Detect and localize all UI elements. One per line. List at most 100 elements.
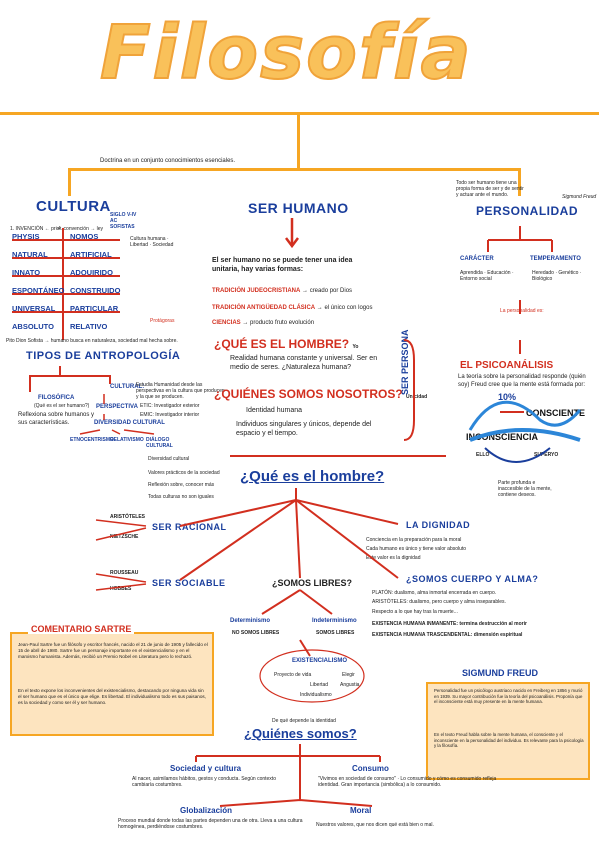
aristoteles-label: ARISTÓTELES	[110, 514, 146, 520]
cultura-mid-head: 4. convención → ley	[58, 226, 104, 232]
rousseau-label: ROUSSEAU	[110, 570, 139, 576]
dignidad-item-3: Este valor es la dignidad	[366, 555, 421, 561]
exist-word-4: Angustia	[340, 682, 360, 688]
existencia-2: EXISTENCIA HUMANA TRASCENDENTAL: dimensi…	[372, 632, 523, 638]
temperamento-note: Heredado · Genético · Biológico	[532, 270, 582, 282]
psicoanalisis-title: EL PSICOANÁLISIS	[460, 360, 554, 371]
exist-word-5: Individualismo	[300, 692, 332, 698]
cultura-pair-a: UNIVERSAL	[12, 304, 56, 313]
cultura-pair-b: ADQUIRIDO	[70, 268, 113, 277]
exist-word-1: Proyecto de vida	[274, 672, 312, 678]
cultural-label: CULTURAL:	[110, 384, 145, 390]
inconsciencia-note: Parte profunda e inaccesible de la mente…	[498, 480, 552, 498]
cultura-pair-a: NATURAL	[12, 250, 48, 259]
freud-title: SIGMUND FREUD	[462, 668, 538, 678]
sartre-p2: En el texto expone los inconvenientes de…	[18, 688, 206, 705]
platon-note: PLATÓN: dualismo, alma inmortal encerrad…	[372, 590, 497, 596]
inconsciencia-label: INCONSCIENCIA	[466, 432, 539, 442]
dialogo-note-3: Reflexión sobre, conocer más	[148, 482, 215, 488]
ser-racional-label: SER RACIONAL	[152, 522, 227, 532]
etic-note: ETIC: Investigador exterior	[140, 403, 200, 409]
hobbes-label: HOBBES	[110, 586, 132, 592]
antropologia-title: TIPOS DE ANTROPOLOGÍA	[26, 350, 181, 362]
sociedad-note: Al nacer, asimilamos hábitos, gestos y c…	[132, 776, 276, 788]
cuerpo-alma-label: ¿SOMOS CUERPO Y ALMA?	[406, 574, 539, 584]
q2-heading: ¿QUIÉNES SOMOS NOSOTROS? Unicidad	[214, 387, 428, 401]
etnocentrismo-label: ETNOCENTRISMO	[70, 437, 114, 443]
cultura-bottom-note: Pito Dion Sofista → humano busca en natu…	[6, 338, 178, 344]
temperamento-label: TEMPERAMENTO	[530, 256, 581, 262]
moral-label: Moral	[350, 806, 372, 815]
libres-label: ¿SOMOS LIBRES?	[272, 578, 353, 588]
cultura-pair-b: NOMOS	[70, 232, 99, 241]
ser-item-3: CIENCIAS → producto fruto evolución	[212, 320, 315, 326]
cultura-title: CULTURA	[36, 198, 111, 215]
emic-note: EMIC: Investigador interior	[140, 412, 200, 418]
dignidad-item-2: Cada humano es único y tiene valor absol…	[366, 546, 467, 552]
consumo-note: "Vivimos en sociedad de consumo" · Lo co…	[318, 776, 497, 788]
intro-note: Doctrina en un conjunto conocimientos es…	[100, 158, 236, 164]
cultura-pair-b: RELATIVO	[70, 322, 108, 331]
moral-note: Nuestros valores, que nos dicen qué está…	[316, 822, 434, 828]
dialogo-note-2: Valores prácticos de la sociedad	[148, 470, 220, 476]
q2-text-2: Individuos singulares y únicos, depende …	[236, 421, 372, 437]
q2-text-1: Identidad humana	[246, 407, 303, 414]
existencialismo-label: EXISTENCIALISMO	[292, 658, 348, 664]
ser-humano-title: SER HUMANO	[248, 200, 349, 216]
dignidad-item-1: Conciencia en la preparación para la mor…	[366, 537, 462, 543]
que-hombre-title: ¿Qué es el hombre?	[240, 468, 385, 485]
determinismo-note: NO SOMOS LIBRES	[232, 630, 280, 636]
freud-box	[426, 682, 590, 780]
filosofica-note: Reflexiona sobre humanos y sus caracterí…	[18, 412, 95, 426]
quienes-title: ¿Quiénes somos?	[244, 726, 357, 741]
filosofica-label: FILOSÓFICA	[38, 395, 75, 401]
sartre-p1: Jean-Paul Sartre fue un filósofo y escri…	[18, 642, 208, 659]
personalidad-top-note: Todo ser humano tiene una propia forma d…	[456, 180, 524, 198]
cultura-pair-a: ESPONTÁNEO	[12, 286, 65, 295]
cultura-pair-a: PHYSIS	[12, 232, 40, 241]
caracter-note: Aprendida · Educación · Entorno social	[460, 270, 514, 282]
relativismo-label: RELATIVISMO	[110, 437, 144, 443]
superyo-label: SUPERYO	[534, 452, 559, 458]
branch-left	[68, 168, 71, 196]
title-stem	[297, 112, 300, 170]
diversidad-label: DIVERSIDAD CULTURAL	[94, 420, 165, 426]
q1-heading: ¿QUÉ ES EL HOMBRE? Yo	[214, 337, 359, 351]
exist-word-2: Elegir	[342, 672, 355, 678]
personalidad-title: PERSONALIDAD	[476, 204, 579, 218]
ser-item-2: TRADICIÓN ANTIGÜEDAD CLÁSICA → el único …	[212, 305, 373, 311]
dialogo-label: DIÁLOGO CULTURAL	[146, 437, 173, 449]
nietzsche-label: NIETZSCHE	[110, 534, 139, 540]
indeterminismo-note: SOMOS LIBRES	[316, 630, 355, 636]
ser-item-1: TRADICIÓN JUDEOCRISTIANA → creado por Di…	[212, 288, 353, 294]
page-title: Filosofía	[99, 9, 473, 97]
consumo-label: Consumo	[352, 764, 389, 773]
freud-p1: Personalidad fue un psicólogo austriaco …	[434, 688, 583, 705]
cultura-pair-a: ABSOLUTO	[12, 322, 54, 331]
nomos-note: Cultura humana · Libertad · Sociedad	[130, 236, 174, 248]
dialogo-note-4: Todas culturas no son iguales	[148, 494, 214, 500]
ser-humano-intro: El ser humano no se puede tener una idea…	[212, 257, 353, 273]
indeterminismo-label: Indeterminismo	[312, 618, 357, 624]
dialogo-note-1: Diversidad cultural	[148, 456, 190, 462]
filosofica-sub: (Qué es el ser humano?)	[34, 403, 90, 409]
dignidad-label: LA DIGNIDAD	[406, 520, 471, 530]
cultural-note: Estudia Humanidad desde las perspectivas…	[136, 382, 225, 400]
cultura-side-note: SIGLO V-IV AC SOFISTAS	[110, 212, 137, 230]
sartre-title: COMENTARIO SARTRE	[28, 624, 135, 634]
exist-word-3: Libertad	[310, 682, 329, 688]
freud-p2: En el texto Freud habla sobre la mente h…	[434, 732, 584, 749]
branch-right	[518, 168, 521, 196]
psicoanalisis-text: La teoría sobre la personalidad responde…	[458, 374, 586, 388]
cultura-divider	[62, 228, 64, 340]
cultura-pair-b: CONSTRUIDO	[70, 286, 121, 295]
ello-label: ELLO	[476, 452, 490, 458]
caracter-label: CARÁCTER	[460, 256, 494, 262]
sociedad-label: Sociedad y cultura	[170, 764, 242, 773]
freud-author: Sigmund Freud	[562, 194, 597, 200]
aristoteles2-note: ARISTÓTELES: dualismo, pero cuerpo y alm…	[372, 599, 506, 605]
cultura-pair-b: PARTICULAR	[70, 304, 119, 313]
existencia-1: EXISTENCIA HUMANA INMANENTE: termina des…	[372, 621, 527, 627]
quienes-intro: De qué depende la identidad	[272, 718, 336, 724]
